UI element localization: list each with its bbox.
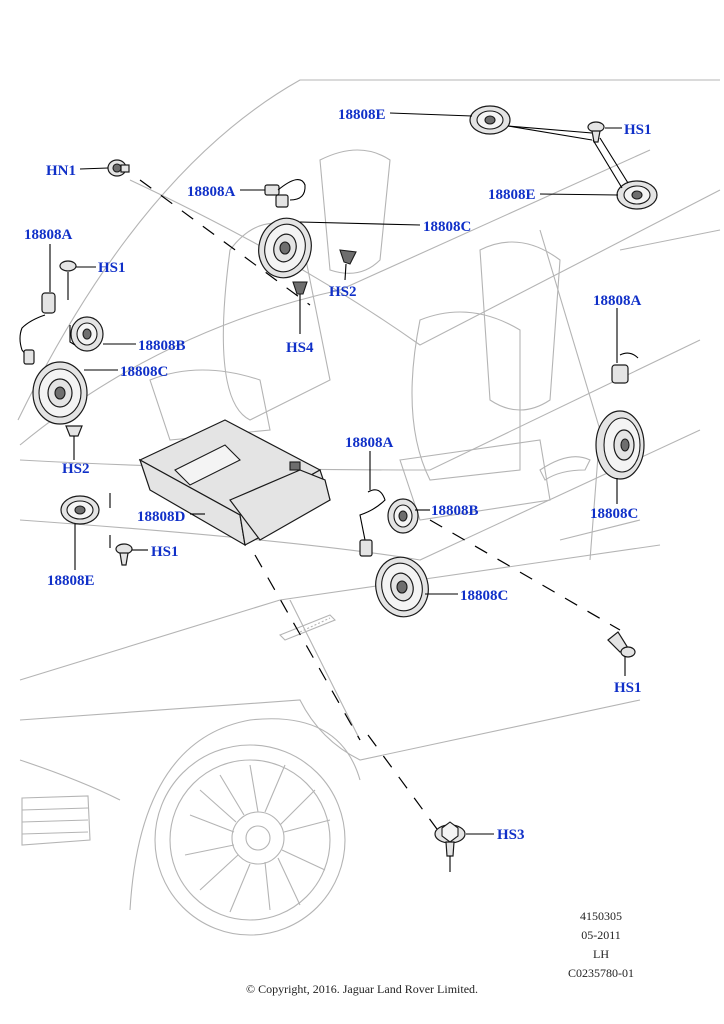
callout-18808e-top: 18808E [338,107,386,123]
callout-18808c-center: 18808C [460,588,508,604]
callout-hs1-right: HS1 [614,680,642,696]
leader-lines [49,112,629,835]
drawing-code: C0235780-01 [568,966,634,980]
speaker-18808e-top [469,105,511,135]
callout-18808b-left: 18808B [138,338,186,354]
amplifier-18808d [138,419,331,547]
woofer-18808c-right [595,410,645,480]
harness-18808a-right [611,352,639,384]
copyright-notice: © Copyright, 2016. Jaguar Land Rover Lim… [245,982,479,996]
callout-hs2-left: HS2 [62,461,90,477]
hs1-screw-lower [115,543,133,566]
callout-hn1: HN1 [46,163,76,179]
drawing-reference: 4150305 05-2011 LH C0235780-01 [566,909,636,981]
tweeter-18808b-center [387,498,419,534]
harness-18808a-center [359,489,386,557]
drawing-number: 4150305 [580,909,622,923]
callout-hs3: HS3 [497,827,525,843]
harness-18808a-roof [264,179,306,208]
callout-18808a-roof: 18808A [187,184,236,200]
harness-18808a-left [19,292,56,365]
callout-18808e-left: 18808E [47,573,95,589]
woofer-18808c-center [375,556,429,618]
callout-hs1-top: HS1 [624,122,652,138]
hs3-fastener [434,821,466,872]
drawing-date: 05-2011 [581,928,621,942]
callout-18808c-right: 18808C [590,506,638,522]
callout-18808a-center: 18808A [345,435,394,451]
callout-hs4: HS4 [286,340,314,356]
hs2-clip-left [65,425,83,456]
hs1-screw-left [59,260,77,300]
speaker-18808e-left [60,495,100,525]
vehicle-outline [17,79,721,936]
callout-18808c-roof: 18808C [423,219,471,235]
hs2-clip-roof [339,249,357,281]
hs1-screw-top [587,121,605,143]
callout-18808c-left: 18808C [120,364,168,380]
callout-hs2-roof: HS2 [329,284,357,300]
callout-18808b-center: 18808B [431,503,479,519]
hs4-clip [292,281,308,334]
drawing-side: LH [593,947,609,961]
callout-18808a-left: 18808A [24,227,73,243]
callout-18808d: 18808D [137,509,186,525]
woofer-18808c-left [32,361,88,425]
callout-18808a-right: 18808A [593,293,642,309]
hs1-screw-right [607,631,636,658]
callout-hs1-lower: HS1 [151,544,179,560]
woofer-18808c-roof [258,217,312,279]
speaker-18808e-right [616,180,658,210]
tweeter-18808b-left [69,316,104,352]
callout-labels: HN1 18808A HS1 18808B 18808C HS2 18808D … [24,107,652,843]
dash-lines [139,179,621,841]
hn1-nut [107,159,130,177]
callout-18808e-right: 18808E [488,187,536,203]
callout-hs1-left: HS1 [98,260,126,276]
